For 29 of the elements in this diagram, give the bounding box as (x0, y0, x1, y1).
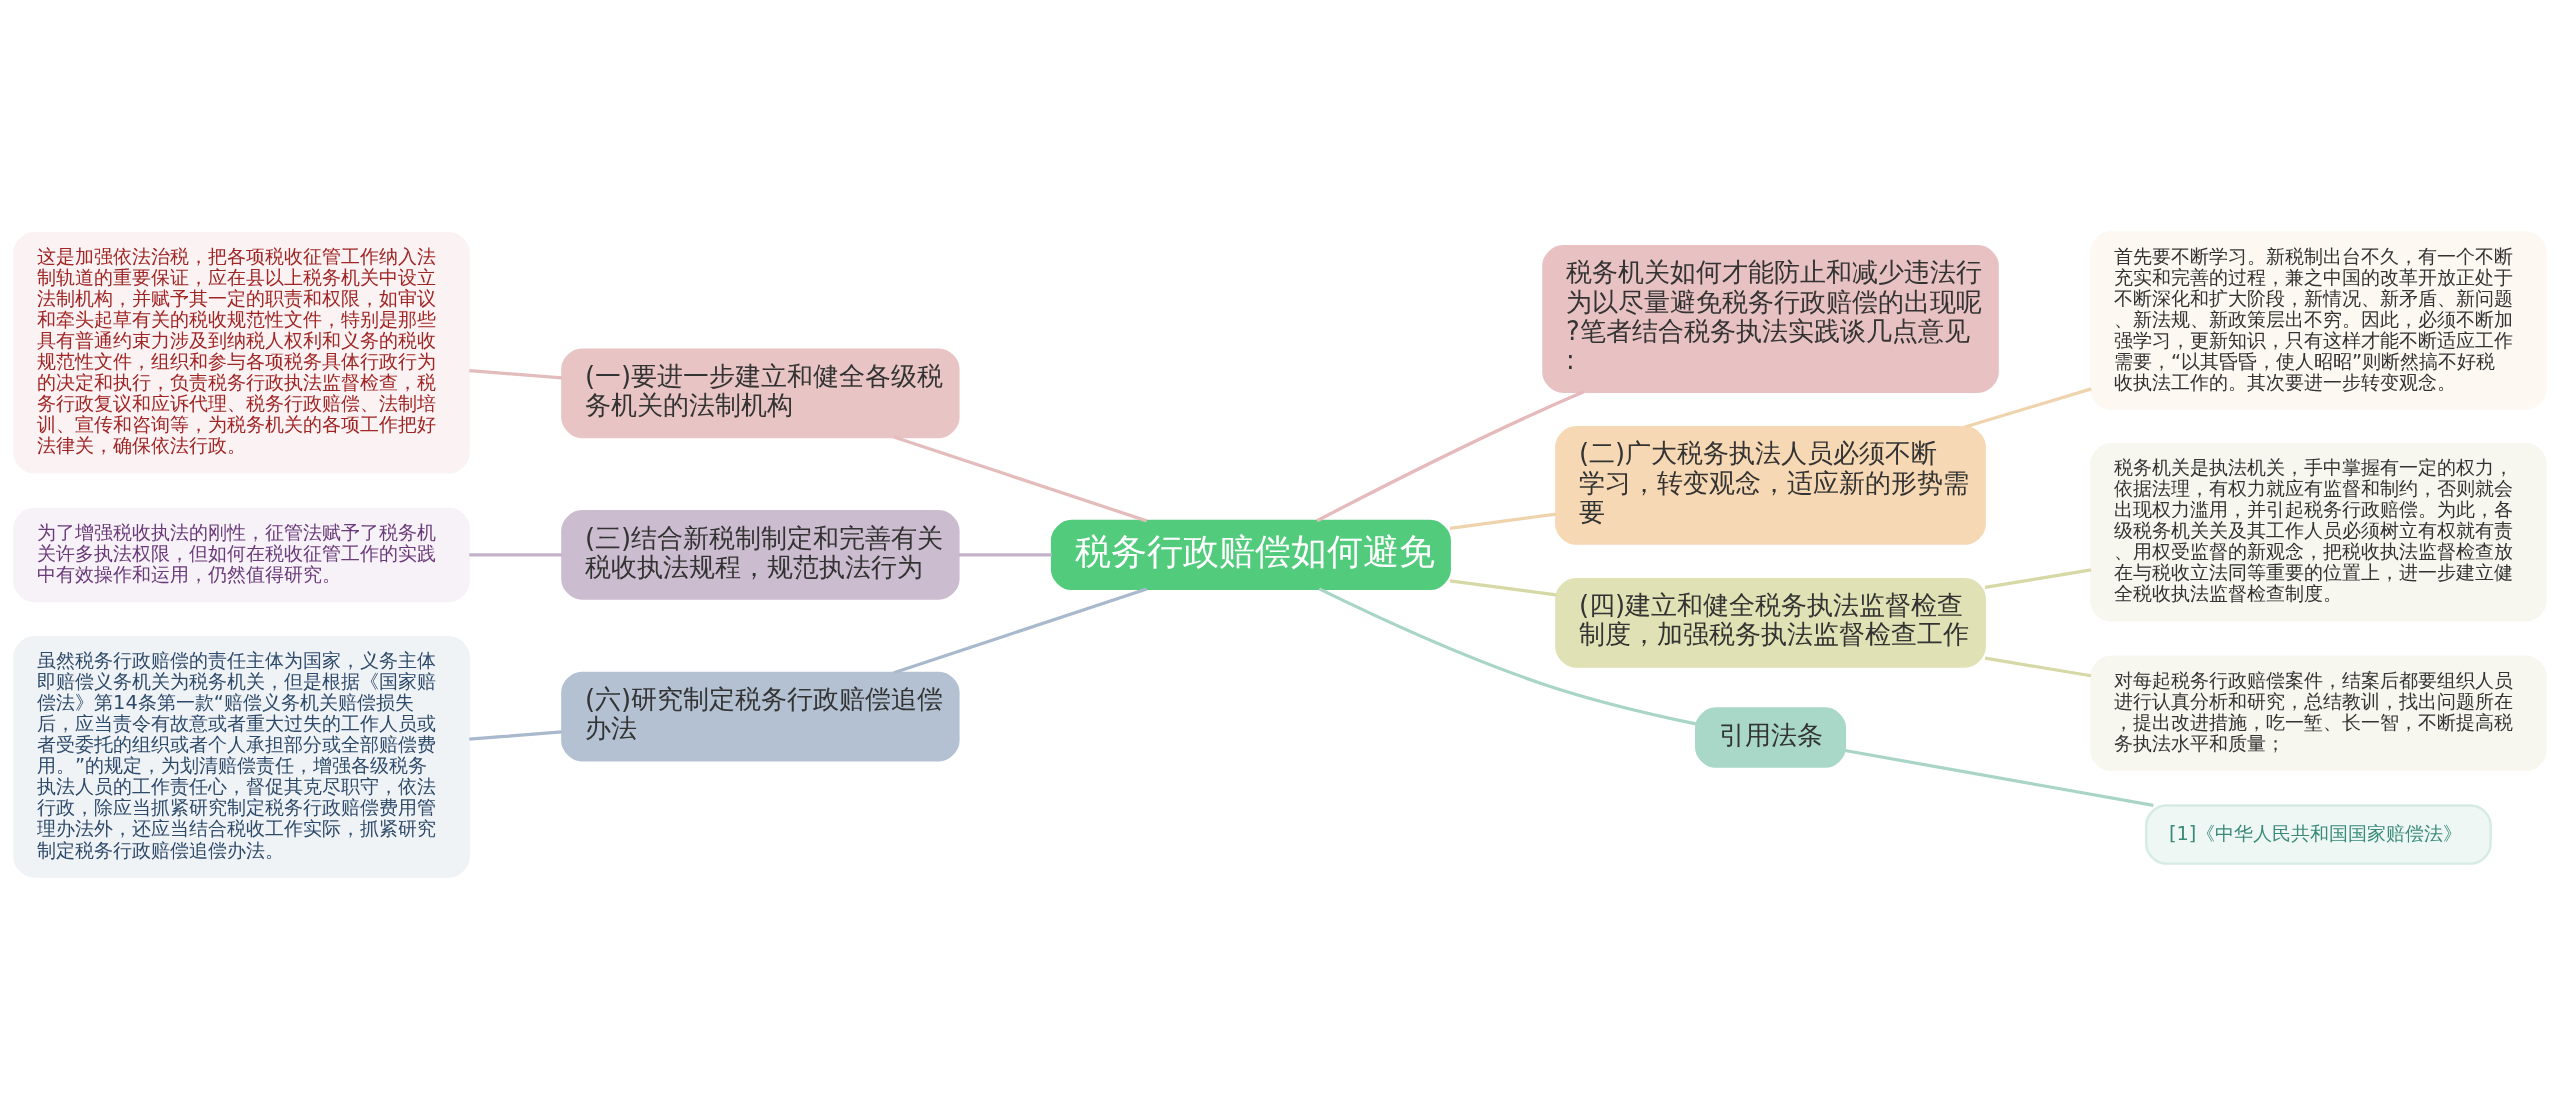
node-box: (三)结合新税制制定和完善有关税收执法规程，规范执法行为 (561, 510, 960, 600)
connector (1984, 568, 2092, 589)
connector (958, 553, 1052, 557)
node-box: 这是加强依法治税，把各项税收征管工作纳入法制轨道的重要保证，应在县以上税务机关中设立法制机构，并赋予其一定的职责和权限，如审议和牵头起草有关的税收规范性文件，特别是那些具有普通约束力涉及到纳税人权利和义务的税收规范性文件，组织和参与各项税务具体行政行为的决定和执行，负责税务行政执法监督检查，税务行政复议和应诉代理、税务行政赔偿、法制培训、宣传和咨询等，为税务机关的各项工作把好法律关，确保依法行政。 (13, 232, 470, 474)
node-box: (六)研究制定税务行政赔偿追偿办法 (561, 671, 960, 762)
connector (1984, 656, 2092, 678)
connector (1964, 387, 2092, 429)
connector (1316, 390, 1585, 523)
connector (1844, 748, 2154, 807)
connector (469, 369, 562, 380)
node-box: 税务行政赔偿如何避免 (1050, 519, 1451, 591)
connector (893, 435, 1148, 523)
node-box: (一)要进一步建立和健全各级税务机关的法制机构 (561, 348, 960, 439)
node-box: (四)建立和健全税务执法监督检查制度，加强税务执法监督检查工作 (1555, 577, 1986, 668)
connector (1449, 512, 1557, 530)
connector (1318, 587, 1697, 726)
node-box: (二)广大税务执法人员必须不断学习，转变观念，适应新的形势需要 (1555, 426, 1986, 545)
node-box: 对每起税务行政赔偿案件，结案后都要组织人员进行认真分析和研究，总结教训，找出问题所在，提出改进措施，吃一堑、长一智，不断提高税务执法水平和质量； (2090, 655, 2547, 772)
node-box: 税务机关如何才能防止和减少违法行为以尽量避免税务行政赔偿的出现呢?笔者结合税务执法实践谈几点意见: (1542, 245, 1999, 393)
connector (1449, 579, 1557, 597)
connector (893, 587, 1148, 675)
node-box: 虽然税务行政赔偿的责任主体为国家，义务主体即赔偿义务机关为税务机关，但是根据《国家赔偿法》第14条第一款“赔偿义务机关赔偿损失后，应当责令有故意或者重大过失的工作人员或者受委托的组织或者个人承担部分或全部赔偿费用。”的规定，为划清赔偿责任，增强各级税务执法人员的工作责任心，督促其克尽职守，依法行政，除应当抓紧研究制定税务行政赔偿费用管理办法外，还应当结合税收工作实际，抓紧研究制定税务行政赔偿追偿办法。 (13, 636, 470, 878)
node-box: [1]《中华人民共和国国家赔偿法》 (2145, 804, 2492, 865)
node-box: 首先要不断学习。新税制出台不久，有一个不断充实和完善的过程，兼之中国的改革开放正处于不断深化和扩大阶段，新情况、新矛盾、新问题、新法规、新政策层出不穷。因此，必须不断加强学习，更新知识，只有这样才能不断适应工作需要，“以其昏昏，使人昭昭”则断然搞不好税收执法工作的。其次要进一步转变观念。 (2090, 231, 2547, 410)
connector (469, 553, 562, 557)
node-box: 为了增强税收执法的刚性，征管法赋予了税务机关许多执法权限，但如何在税收征管工作的实践中有效操作和运用，仍然值得研究。 (13, 507, 470, 603)
connector (469, 730, 562, 741)
node-box: 税务机关是执法机关，手中掌握有一定的权力，依据法理，有权力就应有监督和制约，否则就会出现权力滥用，并引起税务行政赔偿。为此，各级税务机关关及其工作人员必须树立有权就有责、用权受监督的新观念，把税收执法监督检查放在与税收立法同等重要的位置上，进一步建立健全税收执法监督检查制度。 (2090, 443, 2547, 622)
node-box: 引用法条 (1694, 707, 1847, 768)
